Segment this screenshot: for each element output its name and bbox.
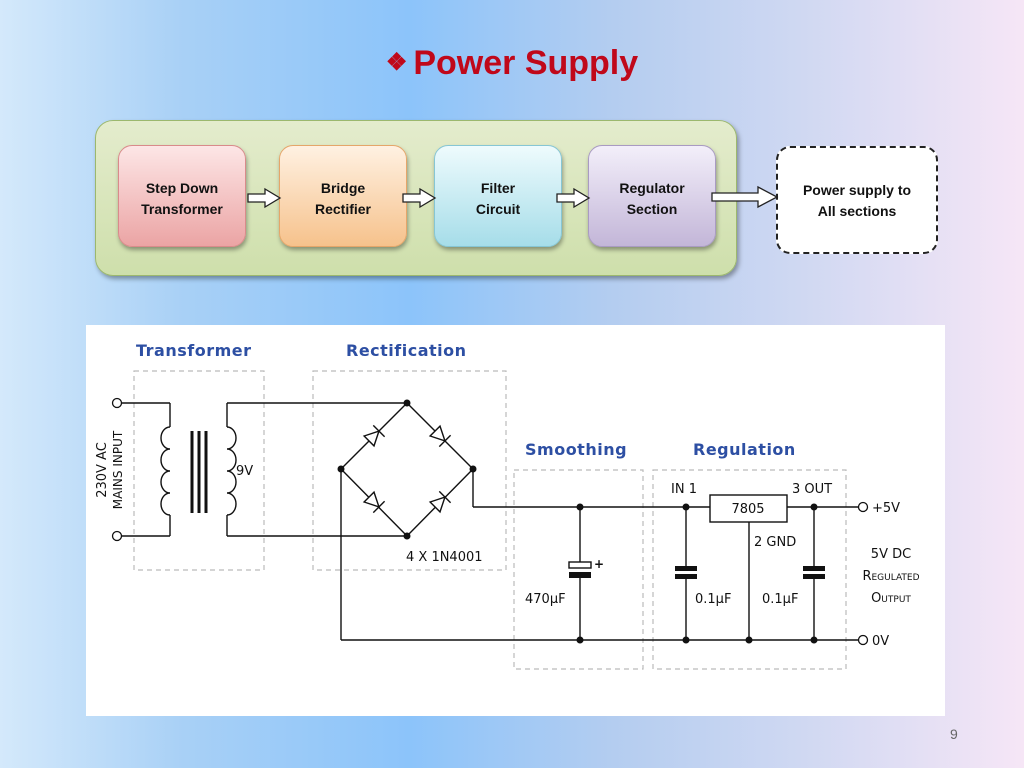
circuit-diagram: Transformer Rectification Smoothing Regu…	[86, 325, 945, 716]
input-label-line2: MAINS INPUT	[111, 430, 125, 509]
decoupling-cap-label: 0.1µF	[695, 592, 731, 607]
input-label-line1: 230V AC	[95, 442, 110, 498]
slide-title-text: Power Supply	[413, 44, 639, 82]
block-label-line1: Step Down	[145, 180, 219, 196]
junction-dots	[337, 399, 818, 644]
transformer-core	[190, 431, 208, 513]
output-ground-label: 0V	[872, 634, 889, 649]
input-terminal	[111, 397, 123, 409]
section-title-rectification: Rectification	[346, 341, 467, 360]
section-title-regulation: Regulation	[693, 440, 796, 459]
polarity-mark: +	[594, 557, 604, 571]
decoupling-cap-label: 0.1µF	[762, 592, 798, 607]
arrow-right-icon	[247, 187, 282, 209]
output-box: Power supply to All sections	[776, 146, 938, 254]
output-terminal-positive	[857, 501, 869, 513]
rectification-section-box	[312, 370, 507, 571]
diamond-bullet-icon: ❖	[385, 49, 408, 76]
output-desc-line2: Regulated	[862, 569, 919, 584]
block-label-line2: Circuit	[475, 201, 521, 217]
diode-icon	[362, 424, 386, 448]
diode-icon	[428, 490, 452, 514]
output-terminal-ground	[857, 634, 869, 646]
decoupling-capacitors	[675, 566, 825, 579]
transformer-section-box	[133, 370, 265, 571]
diode-icon	[428, 424, 452, 448]
block-label-line2: Transformer	[141, 201, 223, 217]
smoothing-cap-label: 470µF	[525, 592, 566, 607]
regulation-section-box	[652, 469, 847, 670]
output-positive-label: +5V	[872, 501, 900, 516]
arrow-right-icon	[402, 187, 437, 209]
regulator-pin-gnd: 2 GND	[754, 535, 796, 550]
block-label-line1: Regulator	[619, 180, 685, 196]
output-desc-line1: 5V DC	[871, 547, 911, 562]
slide-title: ❖Power Supply	[0, 44, 1024, 83]
block-label-line2: Section	[626, 201, 678, 217]
diode-icon	[362, 490, 386, 514]
input-terminal	[111, 530, 123, 542]
output-label-line1: Power supply to	[802, 182, 912, 198]
smoothing-section-box	[513, 469, 644, 670]
regulator-name: 7805	[731, 502, 764, 517]
arrow-right-icon	[711, 185, 779, 209]
arrow-right-icon	[556, 187, 591, 209]
output-label-line2: All sections	[817, 203, 897, 219]
secondary-voltage-label: 9V	[236, 464, 253, 479]
page-number: 9	[950, 726, 958, 742]
block-label-line1: Filter	[480, 180, 516, 196]
output-desc-line3: Output	[871, 591, 911, 606]
section-title-transformer: Transformer	[136, 341, 252, 360]
block-label-line1: Bridge	[320, 180, 366, 196]
regulator-pin-out: 3 OUT	[792, 482, 832, 497]
regulator-pin-in: IN 1	[671, 482, 697, 497]
transformer-symbol	[160, 426, 237, 516]
block-label-line2: Rectifier	[314, 201, 372, 217]
regulator-7805-box	[709, 494, 788, 523]
diodes-label: 4 X 1N4001	[406, 550, 483, 565]
block-arrows	[247, 185, 779, 209]
smoothing-capacitor	[568, 561, 592, 578]
section-title-smoothing: Smoothing	[525, 440, 627, 459]
